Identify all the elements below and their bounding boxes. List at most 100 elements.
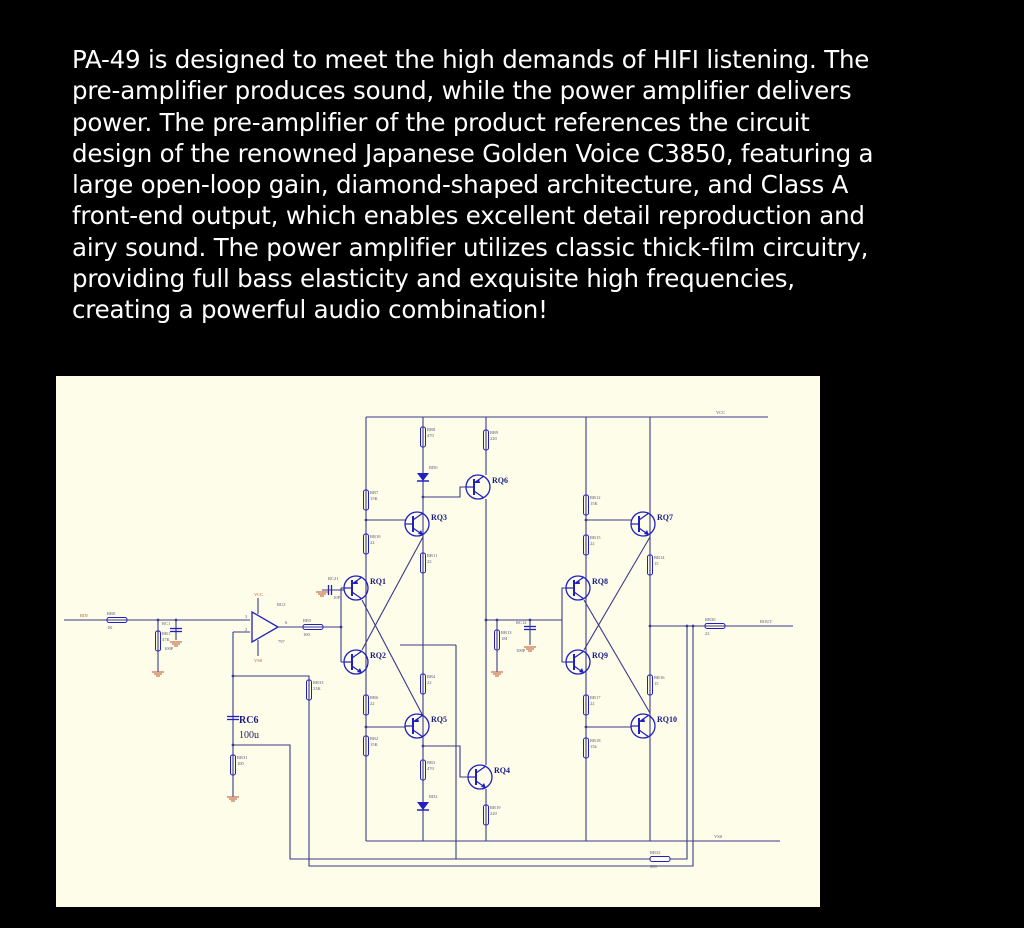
component-label: RD0 [429,465,438,470]
resistor-rr16 [647,674,653,696]
arrow-icon [644,530,649,535]
transistor-emitter [412,729,424,738]
vss-label: VSS [714,834,723,839]
wire [583,599,651,714]
resistor-rr10 [363,533,369,555]
component-label: 33K [313,686,322,691]
resistor-rr0 [106,617,128,623]
description-line: front-end output, which enables excellen… [72,201,865,231]
resistor-rr19 [483,804,489,826]
wire [583,536,651,651]
input-label: RIN [80,613,89,618]
transistor-rq7 [630,511,656,537]
component-label: 797 [278,639,286,644]
resistor-rr31 [230,754,236,776]
vcc-label: VCC [716,410,725,415]
transistor-label: RQ8 [592,577,608,586]
component-label: RR9 [490,430,499,435]
transistor-collector [573,650,585,659]
description-line: PA-49 is designed to meet the high deman… [72,45,870,74]
resistor-rr5 [302,624,324,630]
capacitor-rc1 [170,627,182,633]
component-label: 15k [590,744,598,749]
description-line: pre-amplifier produces sound, while the … [72,76,852,106]
component-label: RR17 [590,695,601,700]
transistor-rq4 [467,764,493,790]
transistor-label: RQ2 [370,651,386,660]
arrow-icon [481,783,486,788]
transistor-rq10 [630,713,656,739]
component-label: 15K [590,501,599,506]
transistor-collector [351,650,363,659]
component-label: RC12 [516,620,527,625]
resistor-rr18 [583,737,589,759]
transistor-label: RQ9 [592,651,608,660]
transistor-rq5 [404,713,430,739]
wire [233,626,694,867]
transistor-rq6 [465,474,491,500]
transistor-emitter [638,729,650,738]
resistor-body [363,735,369,757]
resistor-body [649,856,671,862]
component-label: RR13 [501,630,512,635]
component-label: RR7 [370,490,379,495]
transistor-rq1 [343,575,369,601]
junction-dot [339,625,343,629]
component-label: 10P [333,595,341,600]
ground-icon [316,591,328,597]
component-label: RR14 [654,555,665,560]
wire [423,745,468,778]
resistor-rr17 [583,694,589,716]
component-label: 470 [427,766,435,771]
component-label: 2 [245,627,247,632]
component-label: RR8 [427,427,436,432]
component-label: 22 [427,559,432,564]
transistor-emitter [473,490,485,499]
diode-icon [417,802,429,810]
component-label: 15 [654,561,659,566]
resistor-body [483,804,489,826]
resistor-rr2 [363,735,369,757]
component-label: RR11 [427,553,437,558]
component-label: 220 [490,436,498,441]
component-label: 100 [237,761,245,766]
resistor-body [583,494,589,516]
ground-icon [152,671,164,677]
resistor-body [420,673,426,695]
resistor-rr6 [363,694,369,716]
resistor-body [583,694,589,716]
description-line: large open-loop gain, diamond-shaped arc… [72,170,849,200]
resistor-body [483,429,489,451]
description-line: design of the renowned Japanese Golden V… [72,138,874,168]
description-line: power. The pre-amplifier of the product … [72,107,810,137]
transistor-collector [475,765,487,774]
component-label: RR19 [490,805,501,810]
component-label: 3 [245,614,248,619]
ground-icon [227,796,239,802]
wire [670,626,688,860]
component-label: 22 [590,701,595,706]
transistor-rq9 [565,649,591,675]
output-label: ROUT [760,619,773,624]
resistor-body [155,630,161,652]
transistor-label: RQ4 [494,766,510,775]
junction-dot [691,624,695,628]
wire [423,486,466,498]
component-label: RR4 [427,674,436,679]
component-label: RR18 [590,738,601,743]
resistor-body [306,679,312,701]
component-label: 470 [427,433,435,438]
ground-icon [491,671,503,677]
opamp-symbol [251,610,280,644]
component-label: 22 [427,680,432,685]
resistor-rr15 [583,534,589,556]
resistor-body [230,754,236,776]
resistor-body [420,552,426,574]
opamp-vss-label: VSS [254,658,263,663]
component-label: 680 [650,864,658,869]
resistor-rr12 [583,494,589,516]
description-line: providing full bass elasticity and exqui… [72,264,795,294]
transistor-label: RQ7 [657,513,673,522]
arrow-icon [414,718,419,722]
transistor-label: RQ10 [657,715,677,724]
